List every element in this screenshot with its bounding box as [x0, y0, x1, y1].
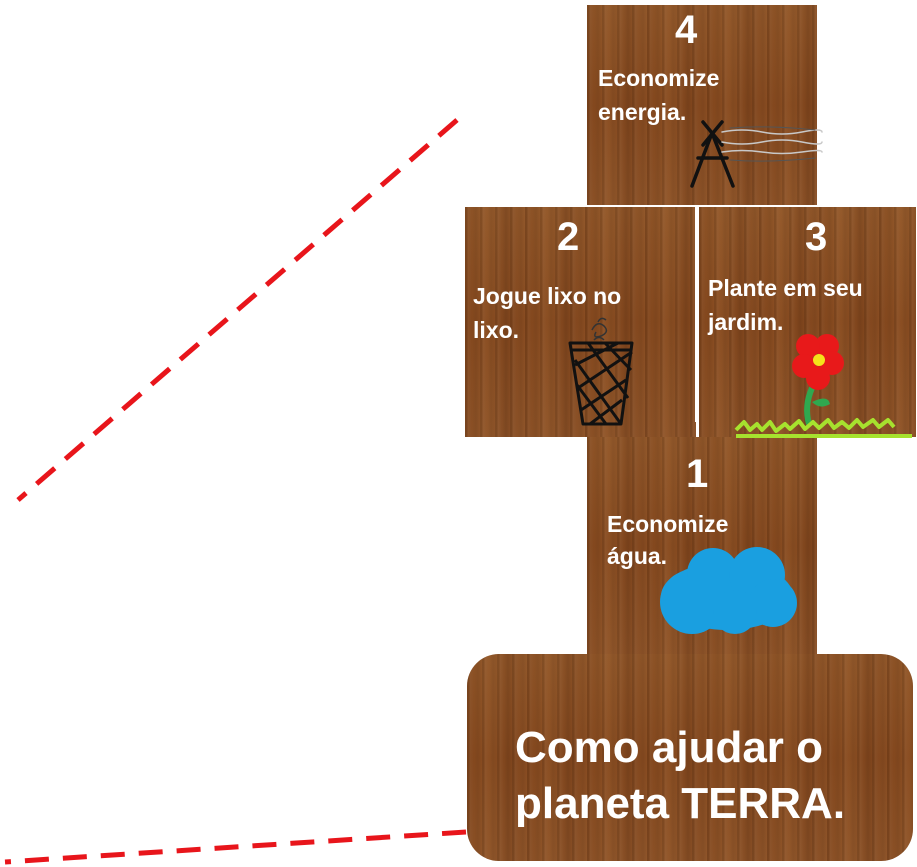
square-4-label-line-2: energia. — [598, 99, 687, 125]
square-3-label-line-2: jardim. — [708, 309, 784, 335]
power-tower-icon — [690, 120, 823, 188]
square-2-label-line-2: lixo. — [473, 317, 520, 343]
base-title-line-1: Como ajudar o — [515, 723, 824, 772]
square-4 — [587, 5, 817, 205]
dashed-guide-line-upper — [16, 118, 459, 502]
flower-icon — [792, 334, 844, 425]
square-4-label-line-1: Economize — [598, 65, 720, 91]
grass-icon — [734, 418, 912, 438]
square-2-number: 2 — [557, 215, 580, 259]
square-3-number: 3 — [805, 215, 828, 259]
square-1-label-line-1: Economize — [607, 511, 729, 537]
base-home — [467, 654, 913, 861]
square-2-label-line-1: Jogue lixo no — [473, 283, 622, 309]
dashed-guide-line-lower — [4, 829, 467, 865]
square-3-label-line-1: Plante em seu — [708, 275, 863, 301]
square-4-number: 4 — [675, 8, 698, 52]
square-2 — [465, 207, 696, 437]
trash-bin-icon — [568, 317, 634, 426]
water-puddle-icon — [660, 547, 797, 634]
base-title-line-2: planeta TERRA. — [515, 779, 846, 828]
square-1-number: 1 — [686, 452, 709, 496]
square-1-label-line-2: água. — [607, 543, 668, 569]
divider-line — [695, 207, 699, 422]
